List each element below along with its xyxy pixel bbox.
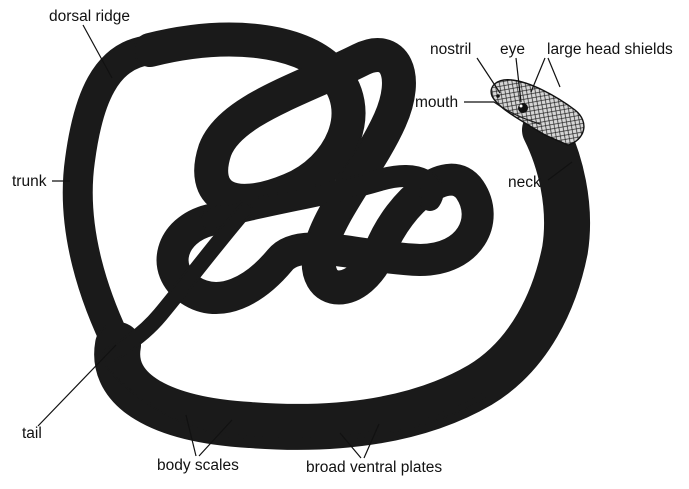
- label-dorsal-ridge: dorsal ridge: [49, 8, 130, 25]
- label-nostril: nostril: [430, 41, 471, 58]
- label-tail: tail: [22, 425, 42, 442]
- label-neck: neck: [508, 174, 541, 191]
- snake-loops: [110, 40, 478, 355]
- leader-head-shields-1: [531, 58, 545, 92]
- label-trunk: trunk: [12, 173, 47, 190]
- leader-head-shields-2: [548, 58, 560, 87]
- label-eye: eye: [500, 41, 525, 58]
- label-mouth: mouth: [415, 94, 458, 111]
- label-large-head-shields: large head shields: [547, 41, 673, 58]
- label-broad-ventral-plates: broad ventral plates: [306, 459, 442, 476]
- label-body-scales: body scales: [157, 457, 239, 474]
- leader-nostril: [477, 58, 500, 93]
